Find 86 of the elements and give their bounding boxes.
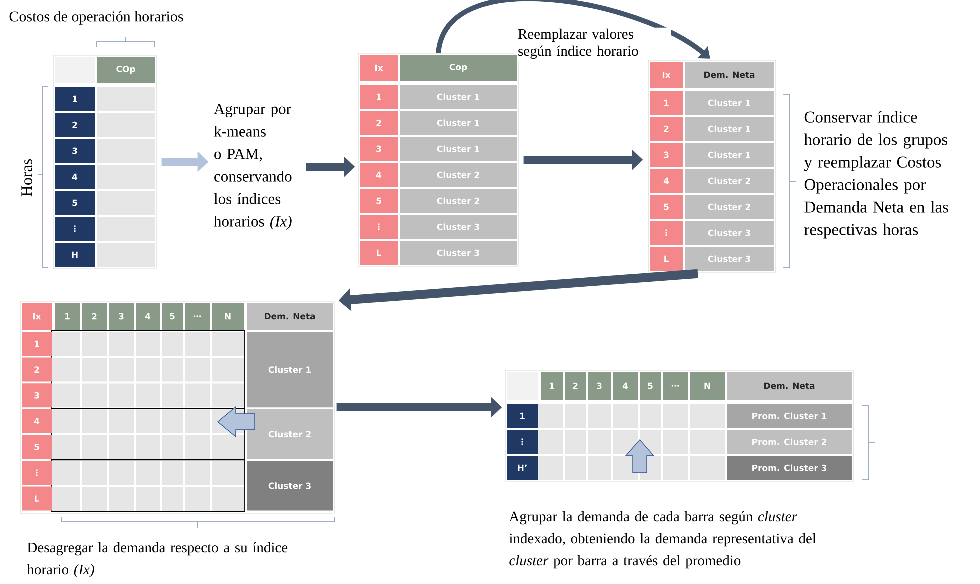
row-index-cell: 2 [650, 117, 683, 141]
header-cell: Dem. Neta [685, 62, 774, 88]
cluster-cell: Cluster 1 [685, 91, 774, 115]
row-index-cell: 1 [360, 85, 398, 109]
row-index-cell: ⋮ [22, 461, 52, 485]
header-cell: 5 [640, 372, 661, 400]
cluster-cell: Cluster 3 [685, 221, 774, 245]
row-index-cell: 4 [360, 163, 398, 187]
cluster-cell: Cluster 2 [685, 169, 774, 193]
header-cell: Dem. Neta [247, 303, 333, 330]
header-cell: 4 [136, 303, 160, 330]
cluster-cell: Cluster 2 [400, 163, 517, 187]
data-table [53, 55, 157, 269]
cluster-cell: Cluster 3 [247, 461, 333, 511]
header-cell: 3 [109, 303, 134, 330]
data-table [505, 370, 854, 482]
caption-text: Horas [22, 159, 32, 197]
caption-text: Agrupar la demanda de cada barra según cluster indexado, obteniendo la demanda representativa del cluster por barra a través del promedio [509, 511, 816, 569]
caption-text: Costos de operación horarios [10, 11, 184, 25]
row-index-cell: ⋮ [360, 215, 398, 239]
cluster-cell: Prom. Cluster 3 [727, 456, 852, 480]
cluster-cell: Prom. Cluster 1 [727, 404, 852, 428]
cluster-cell: Cluster 1 [685, 143, 774, 167]
header-cell: 1 [541, 372, 563, 400]
data-table [20, 301, 335, 514]
header-cell: … [663, 372, 688, 400]
cluster-cell: Cluster 2 [400, 189, 517, 213]
arrow [436, 0, 710, 59]
row-index-cell: ⋮ [55, 217, 95, 241]
row-index-cell: 3 [22, 384, 52, 408]
row-index-cell: 3 [360, 137, 398, 161]
row-index-cell: L [22, 486, 52, 511]
caption-text: Desagregar la demanda respecto a su índice horario (Ix) [27, 542, 288, 578]
row-index-cell: 4 [650, 169, 683, 193]
row-index-cell: 1 [650, 91, 683, 115]
header-cell: 3 [588, 372, 611, 400]
header-cell: N [212, 303, 244, 330]
row-index-cell: 5 [360, 189, 398, 213]
row-index-cell: L [650, 247, 683, 271]
cluster-cell: Cluster 1 [400, 111, 517, 135]
row-index-cell: H [55, 243, 95, 267]
cluster-cell: Prom. Cluster 2 [727, 430, 852, 454]
row-index-cell: 1 [55, 87, 95, 111]
header-cell: 2 [565, 372, 586, 400]
header-cell: Ix [22, 303, 52, 330]
header-cell: 5 [162, 303, 183, 330]
row-index-cell: 3 [55, 139, 95, 163]
caption-text: Conservar índice horario de los grupos y reemplazar Costos Operacionales por Demanda Neta en las respectivas horas [804, 111, 948, 239]
row-index-cell: 2 [360, 111, 398, 135]
header-cell: … [185, 303, 210, 330]
row-index-cell: 4 [55, 165, 95, 189]
edge-label: Reemplazar valores según índice horario [517, 28, 671, 60]
row-index-cell: H’ [507, 456, 538, 480]
header-cell: COp [97, 57, 155, 83]
data-table [648, 60, 776, 273]
cluster-cell: Cluster 1 [247, 332, 333, 408]
header-cell: Ix [360, 55, 398, 81]
data-table [358, 53, 519, 267]
header-cell: Cop [400, 55, 517, 81]
cluster-cell: Cluster 1 [400, 137, 517, 161]
header-cell: N [690, 372, 725, 400]
cluster-cell: Cluster 3 [685, 247, 774, 271]
header-cell: Ix [650, 62, 683, 88]
row-index-cell: L [360, 241, 398, 265]
row-index-cell: 1 [22, 332, 52, 356]
row-index-cell: 2 [55, 113, 95, 137]
cluster-cell: Cluster 2 [685, 195, 774, 219]
cluster-cell: Cluster 3 [400, 215, 517, 239]
row-index-cell: 1 [507, 404, 538, 428]
cluster-cell: Cluster 3 [400, 241, 517, 265]
cluster-cell: Cluster 1 [685, 117, 774, 141]
row-index-cell: 5 [650, 195, 683, 219]
row-index-cell: 5 [22, 435, 52, 460]
step-text: Agrupar por k-means o PAM, conservando los índices horarios (Ix) [214, 104, 292, 230]
row-index-cell: 4 [22, 409, 52, 434]
row-index-cell: ⋮ [507, 430, 538, 454]
row-index-cell: 2 [22, 358, 52, 382]
row-index-cell: ⋮ [650, 221, 683, 245]
header-cell: 2 [82, 303, 107, 330]
row-index-cell: 5 [55, 191, 95, 215]
header-cell: 1 [55, 303, 80, 330]
row-index-cell: 3 [650, 143, 683, 167]
cluster-cell: Cluster 2 [247, 409, 333, 460]
cluster-cell: Cluster 1 [400, 85, 517, 109]
header-cell: Dem. Neta [727, 372, 852, 400]
header-cell: 4 [613, 372, 638, 400]
